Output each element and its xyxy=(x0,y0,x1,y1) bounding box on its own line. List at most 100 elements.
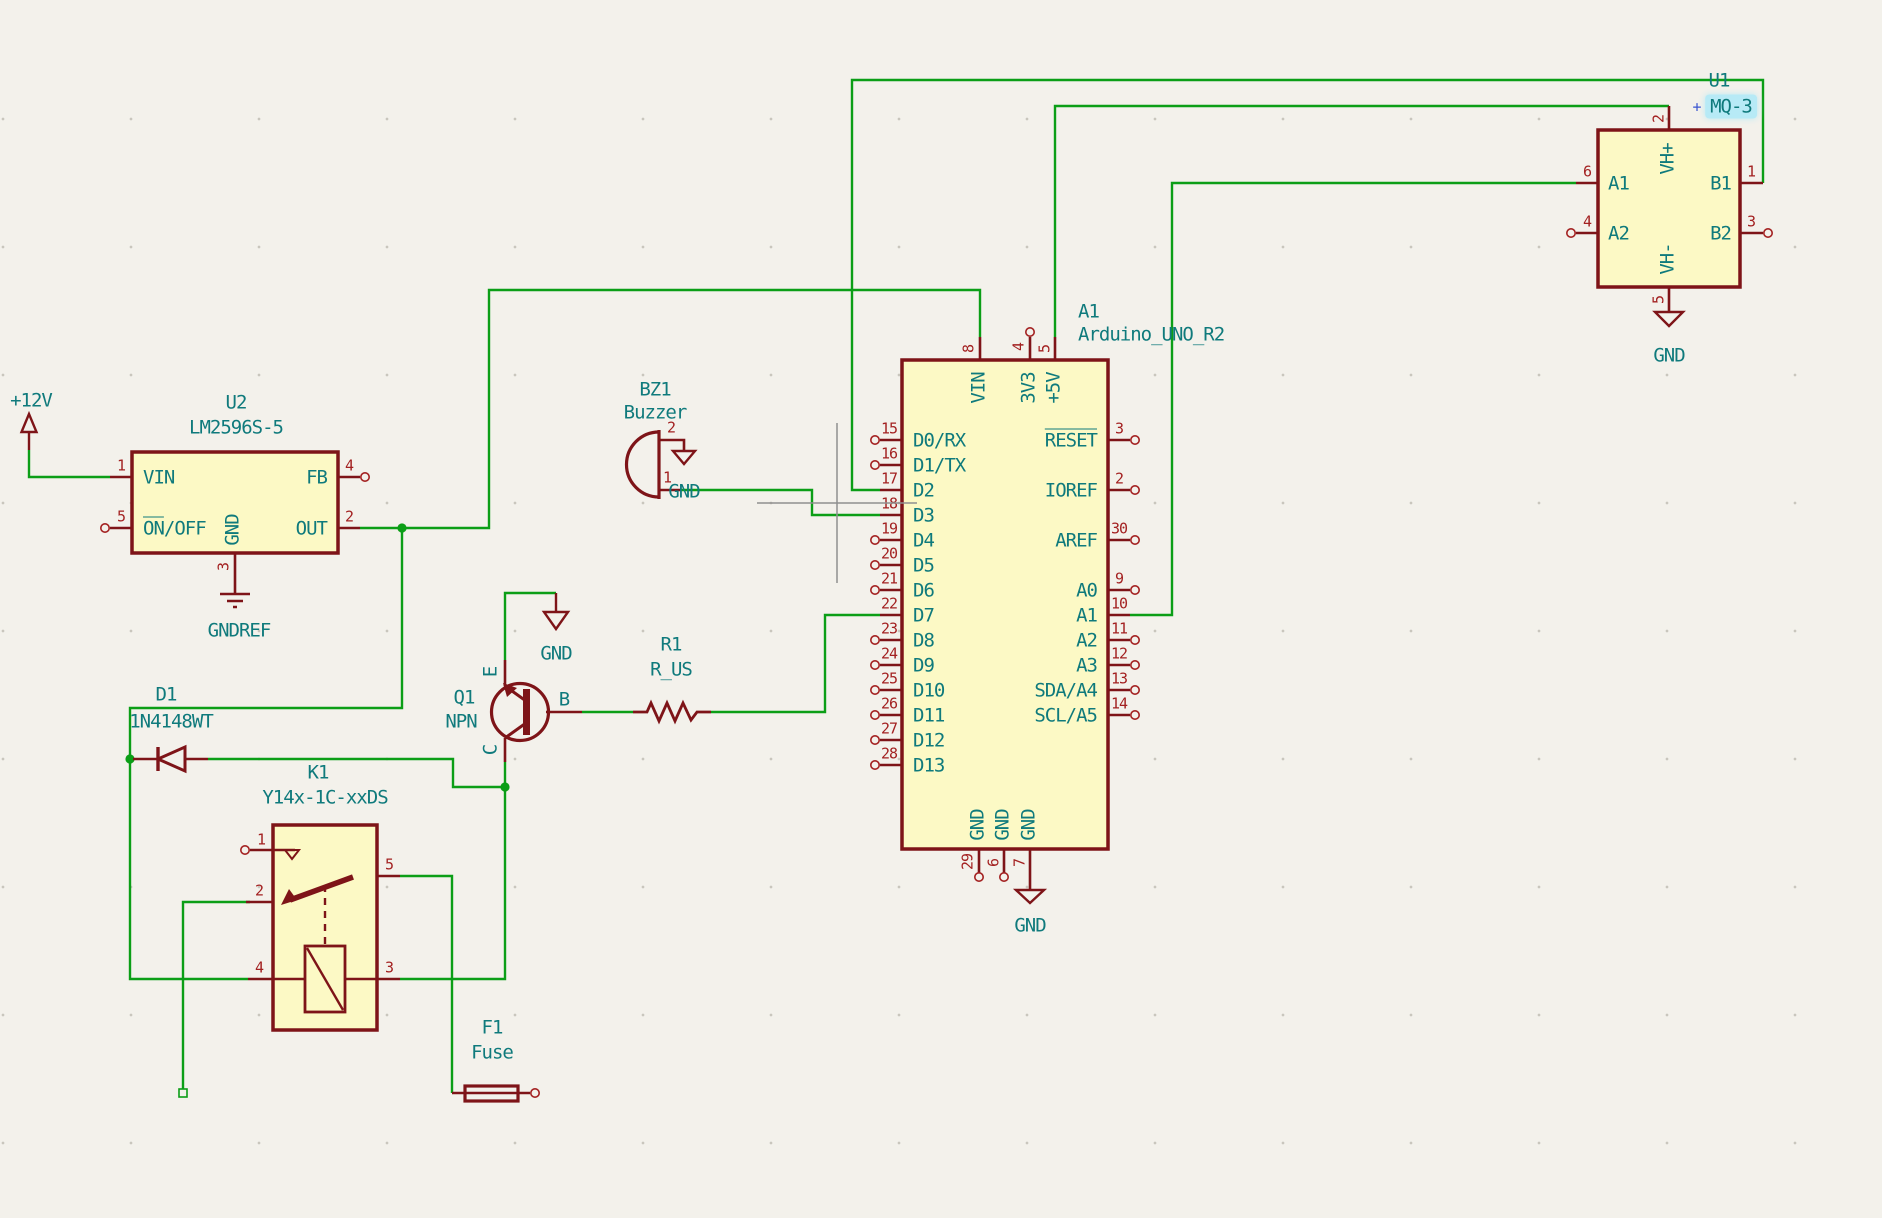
a1-pin-d11-name: D11 xyxy=(913,704,945,727)
a1-pin9-number: 9 xyxy=(1114,569,1124,588)
d1-value[interactable]: 1N4148WT xyxy=(129,710,214,733)
a1-pin-d7-name: D7 xyxy=(913,604,935,627)
k1-pin4-number: 4 xyxy=(254,958,264,977)
u2-gndref-label[interactable]: GNDREF xyxy=(207,619,272,642)
gnd-symbol-buzzer xyxy=(670,449,698,466)
u2-pin2-name: OUT xyxy=(295,517,328,540)
component-q1-npn[interactable] xyxy=(489,660,583,762)
bz1-value[interactable]: Buzzer xyxy=(623,401,688,424)
pin-open-f1 xyxy=(529,1088,540,1099)
a1-pin-d8-name: D8 xyxy=(913,629,935,652)
d1-ref[interactable]: D1 xyxy=(155,683,178,706)
a1-value[interactable]: Arduino_UNO_R2 xyxy=(1078,323,1225,346)
u1-ref[interactable]: U1 xyxy=(1708,69,1731,92)
f1-value[interactable]: Fuse xyxy=(471,1041,514,1064)
q1-ref[interactable]: Q1 xyxy=(453,686,476,709)
q1-emitter-label: E xyxy=(479,666,502,678)
component-u2-lm2596[interactable] xyxy=(100,450,370,609)
a1-pin15-number: 15 xyxy=(880,419,898,438)
wire-5v-to-mq3-vhplus[interactable] xyxy=(1053,104,1669,337)
wire-diode-to-collector[interactable] xyxy=(208,757,505,789)
wire-5v-out-to-arduino-vin[interactable] xyxy=(360,288,982,530)
u1-pin-b2-name: B2 xyxy=(1710,222,1732,245)
wire-5v-rail-to-relay-coil[interactable] xyxy=(128,528,404,981)
u1-pin-a2-name: A2 xyxy=(1608,222,1630,245)
wire-12v-to-vin[interactable] xyxy=(27,450,110,479)
u2-ref[interactable]: U2 xyxy=(225,391,248,414)
bz1-gnd-label[interactable]: GND xyxy=(668,480,700,503)
u2-pin1-number: 1 xyxy=(116,456,126,475)
a1-pin22-number: 22 xyxy=(880,594,898,613)
u1-pin6-number: 6 xyxy=(1582,162,1592,181)
a1-pin27-number: 27 xyxy=(880,719,898,738)
a1-pin7-number: 7 xyxy=(1010,858,1029,868)
a1-pin-d0-name: D0/RX xyxy=(913,429,966,452)
a1-pin23-number: 23 xyxy=(880,619,898,638)
a1-pin28-number: 28 xyxy=(880,744,898,763)
wire-d2-to-mq3-b1[interactable] xyxy=(850,78,1765,492)
component-a1-arduino[interactable] xyxy=(869,326,1141,905)
a1-pin-a2-name: A2 xyxy=(1076,629,1098,652)
q1-value[interactable]: NPN xyxy=(445,710,477,733)
bz1-ref[interactable]: BZ1 xyxy=(639,378,671,401)
junction-diode-cathode[interactable] xyxy=(125,754,135,764)
u2-pin4-number: 4 xyxy=(344,456,354,475)
q1-gnd-label[interactable]: GND xyxy=(540,642,572,665)
component-r1-resistor[interactable] xyxy=(633,699,711,725)
a1-pin3-number: 3 xyxy=(1114,419,1124,438)
wire-collector-to-relay-pin3[interactable] xyxy=(400,762,507,981)
u2-pin5-name: ON/OFF xyxy=(143,517,207,540)
a1-pin29-gnd-name: GND xyxy=(966,809,989,841)
a1-pin-reset-name: RESET xyxy=(1044,429,1098,452)
component-f1-fuse[interactable] xyxy=(452,1084,540,1103)
component-bz1-buzzer[interactable] xyxy=(624,430,698,499)
a1-pin-d6-name: D6 xyxy=(913,579,935,602)
a1-pin7-gnd-name: GND xyxy=(1017,809,1040,841)
a1-pin-a1-name: A1 xyxy=(1076,604,1098,627)
a1-pin-d12-name: D12 xyxy=(913,729,945,752)
u1-pin-vhplus-name: VH+ xyxy=(1656,143,1679,175)
a1-pin-sda-name: SDA/A4 xyxy=(1034,679,1098,702)
wire-a1-to-mq3-a1[interactable] xyxy=(1130,181,1576,617)
u1-pin-a1-name: A1 xyxy=(1608,172,1630,195)
power-label-12v[interactable]: +12V xyxy=(10,389,53,412)
a1-gnd-label[interactable]: GND xyxy=(1014,914,1046,937)
component-d1-diode[interactable] xyxy=(133,744,208,774)
wire-relay-pin2-dangling[interactable] xyxy=(181,900,250,1089)
pin-open-k1-1 xyxy=(240,844,251,855)
a1-pin14-number: 14 xyxy=(1110,694,1128,713)
a1-pin30-number: 30 xyxy=(1110,519,1128,538)
a1-pin4-number: 4 xyxy=(1009,342,1028,352)
component-k1-relay[interactable] xyxy=(240,823,400,1032)
a1-pin-5v-name: +5V xyxy=(1042,372,1065,404)
a1-pin-d2-name: D2 xyxy=(913,479,935,502)
gnd-symbol-mq3 xyxy=(1652,310,1686,328)
k1-pin3-number: 3 xyxy=(384,958,394,977)
u1-gnd-label[interactable]: GND xyxy=(1653,344,1685,367)
a1-pin-vin-name: VIN xyxy=(967,372,990,404)
wire-emitter-to-gnd[interactable] xyxy=(503,591,556,660)
r1-value[interactable]: R_US xyxy=(650,658,693,681)
k1-ref[interactable]: K1 xyxy=(307,761,330,784)
power-symbol-12v[interactable] xyxy=(19,410,39,450)
wire-r1-to-d7[interactable] xyxy=(711,613,880,714)
u2-value[interactable]: LM2596S-5 xyxy=(189,416,284,439)
a1-pin21-number: 21 xyxy=(880,569,898,588)
junction-collector-node[interactable] xyxy=(500,782,510,792)
f1-ref[interactable]: F1 xyxy=(481,1016,504,1039)
relay-nc-contact xyxy=(282,849,302,861)
a1-ref[interactable]: A1 xyxy=(1078,300,1100,323)
gnd-symbol-q1[interactable] xyxy=(541,593,571,632)
component-u1-mq3[interactable] xyxy=(1566,106,1774,328)
wire-end-marker xyxy=(178,1088,188,1098)
a1-pin11-number: 11 xyxy=(1110,619,1128,638)
r1-ref[interactable]: R1 xyxy=(660,633,683,656)
wire-relay-pin5-to-fuse[interactable] xyxy=(400,874,454,1093)
a1-pin-d10-name: D10 xyxy=(913,679,945,702)
k1-value[interactable]: Y14x-1C-xxDS xyxy=(262,786,388,809)
u1-value[interactable]: MQ-3 xyxy=(1705,94,1757,119)
a1-pin25-number: 25 xyxy=(880,669,898,688)
junction-out-net[interactable] xyxy=(397,523,407,533)
a1-pin-3v3-name: 3V3 xyxy=(1017,372,1040,404)
